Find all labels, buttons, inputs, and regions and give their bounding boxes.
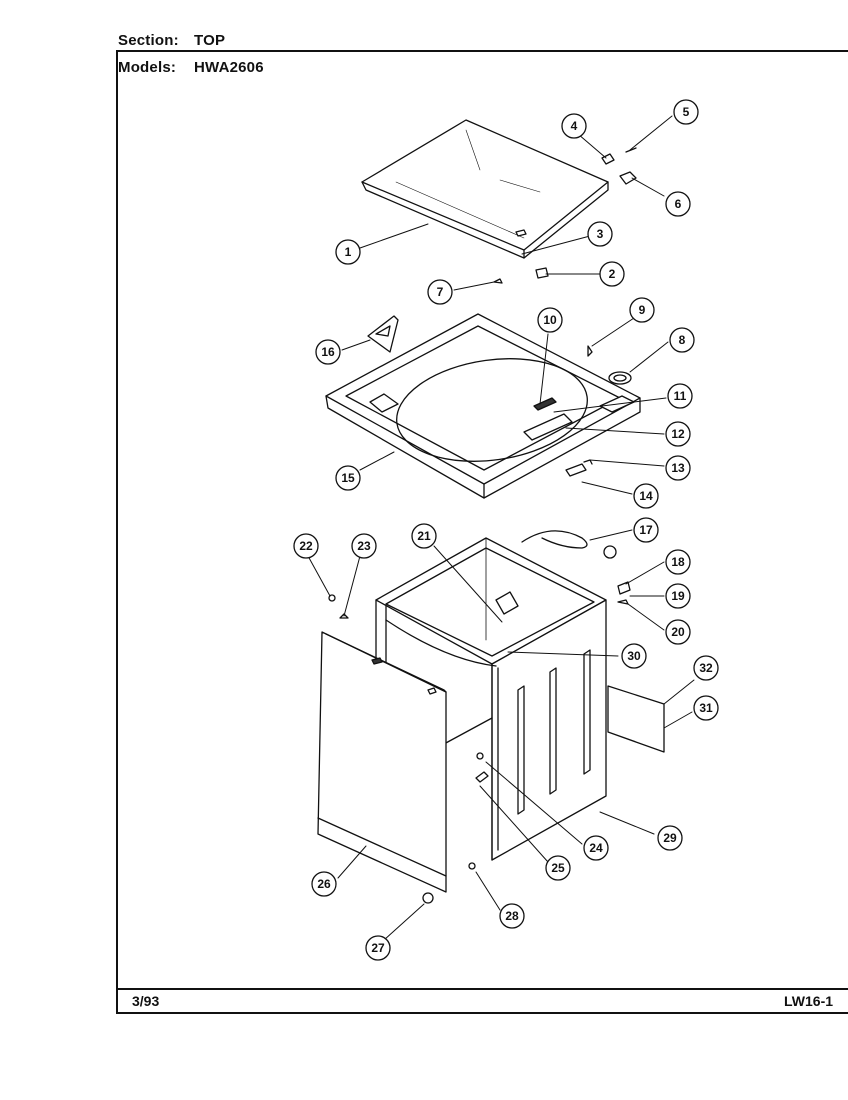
svg-text:8: 8	[679, 333, 686, 347]
footer-rule	[116, 988, 848, 990]
footer-page-code: LW16-1	[784, 993, 834, 1009]
callout-12: 12	[665, 421, 691, 447]
part-lid	[361, 119, 609, 259]
svg-text:23: 23	[357, 539, 371, 553]
svg-text:25: 25	[551, 861, 565, 875]
part-dispenser	[367, 315, 399, 353]
models-value: HWA2606	[194, 59, 264, 76]
svg-text:7: 7	[437, 285, 444, 299]
svg-text:2: 2	[609, 267, 616, 281]
part-hinge-hardware	[493, 147, 637, 284]
svg-text:18: 18	[671, 555, 685, 569]
svg-text:26: 26	[317, 877, 331, 891]
svg-text:32: 32	[699, 661, 713, 675]
svg-text:14: 14	[639, 489, 653, 503]
svg-text:9: 9	[639, 303, 646, 317]
svg-text:16: 16	[321, 345, 335, 359]
part-cabinet	[375, 537, 607, 861]
part-small-fasteners	[565, 345, 632, 477]
part-side-panel	[607, 685, 665, 753]
svg-text:4: 4	[571, 119, 578, 133]
section-line: Section: TOP	[118, 32, 225, 49]
callout-14: 14	[633, 483, 659, 509]
part-top-panel	[325, 313, 641, 499]
svg-text:10: 10	[543, 313, 557, 327]
svg-text:15: 15	[341, 471, 355, 485]
part-front-panel	[317, 631, 447, 893]
svg-text:21: 21	[417, 529, 431, 543]
callout-11: 11	[667, 383, 693, 409]
callout-25: 25	[545, 855, 571, 881]
svg-text:12: 12	[671, 427, 685, 441]
svg-text:29: 29	[663, 831, 677, 845]
svg-text:24: 24	[589, 841, 603, 855]
callout-9: 9	[629, 297, 655, 323]
callout-22: 22	[293, 533, 319, 559]
callout-24: 24	[583, 835, 609, 861]
callout-4: 4	[561, 113, 587, 139]
callout-26: 26	[311, 871, 337, 897]
svg-text:30: 30	[627, 649, 641, 663]
callout-7: 7	[427, 279, 453, 305]
svg-text:1: 1	[345, 245, 352, 259]
svg-text:20: 20	[671, 625, 685, 639]
callout-18: 18	[665, 549, 691, 575]
callout-15: 15	[335, 465, 361, 491]
callout-20: 20	[665, 619, 691, 645]
callout-32: 32	[693, 655, 719, 681]
svg-text:13: 13	[671, 461, 685, 475]
callout-3: 3	[587, 221, 613, 247]
callout-5: 5	[673, 99, 699, 125]
svg-text:28: 28	[505, 909, 519, 923]
callout-6: 6	[665, 191, 691, 217]
callout-16: 16	[315, 339, 341, 365]
models-label: Models:	[118, 59, 177, 76]
part-power-cord	[521, 530, 617, 559]
callout-21: 21	[411, 523, 437, 549]
callout-27: 27	[365, 935, 391, 961]
callout-17: 17	[633, 517, 659, 543]
part-lower-screws	[328, 581, 631, 904]
svg-text:27: 27	[371, 941, 385, 955]
svg-text:5: 5	[683, 105, 690, 119]
callout-8: 8	[669, 327, 695, 353]
svg-text:6: 6	[675, 197, 682, 211]
callout-2: 2	[599, 261, 625, 287]
leader-lines	[307, 115, 695, 941]
callout-29: 29	[657, 825, 683, 851]
svg-text:17: 17	[639, 523, 653, 537]
footer-date: 3/93	[132, 993, 160, 1009]
callout-1: 1	[335, 239, 361, 265]
svg-text:11: 11	[674, 389, 687, 403]
svg-text:19: 19	[671, 589, 685, 603]
svg-text:31: 31	[699, 701, 713, 715]
diagram-frame	[116, 50, 848, 1014]
section-label: Section:	[118, 32, 179, 49]
callout-13: 13	[665, 455, 691, 481]
section-value: TOP	[194, 32, 226, 49]
callout-28: 28	[499, 903, 525, 929]
callout-31: 31	[693, 695, 719, 721]
callout-23: 23	[351, 533, 377, 559]
svg-text:22: 22	[299, 539, 313, 553]
callout-19: 19	[665, 583, 691, 609]
callout-30: 30	[621, 643, 647, 669]
models-line: Models: HWA2606	[118, 59, 264, 76]
callout-10: 10	[537, 307, 563, 333]
svg-text:3: 3	[597, 227, 604, 241]
